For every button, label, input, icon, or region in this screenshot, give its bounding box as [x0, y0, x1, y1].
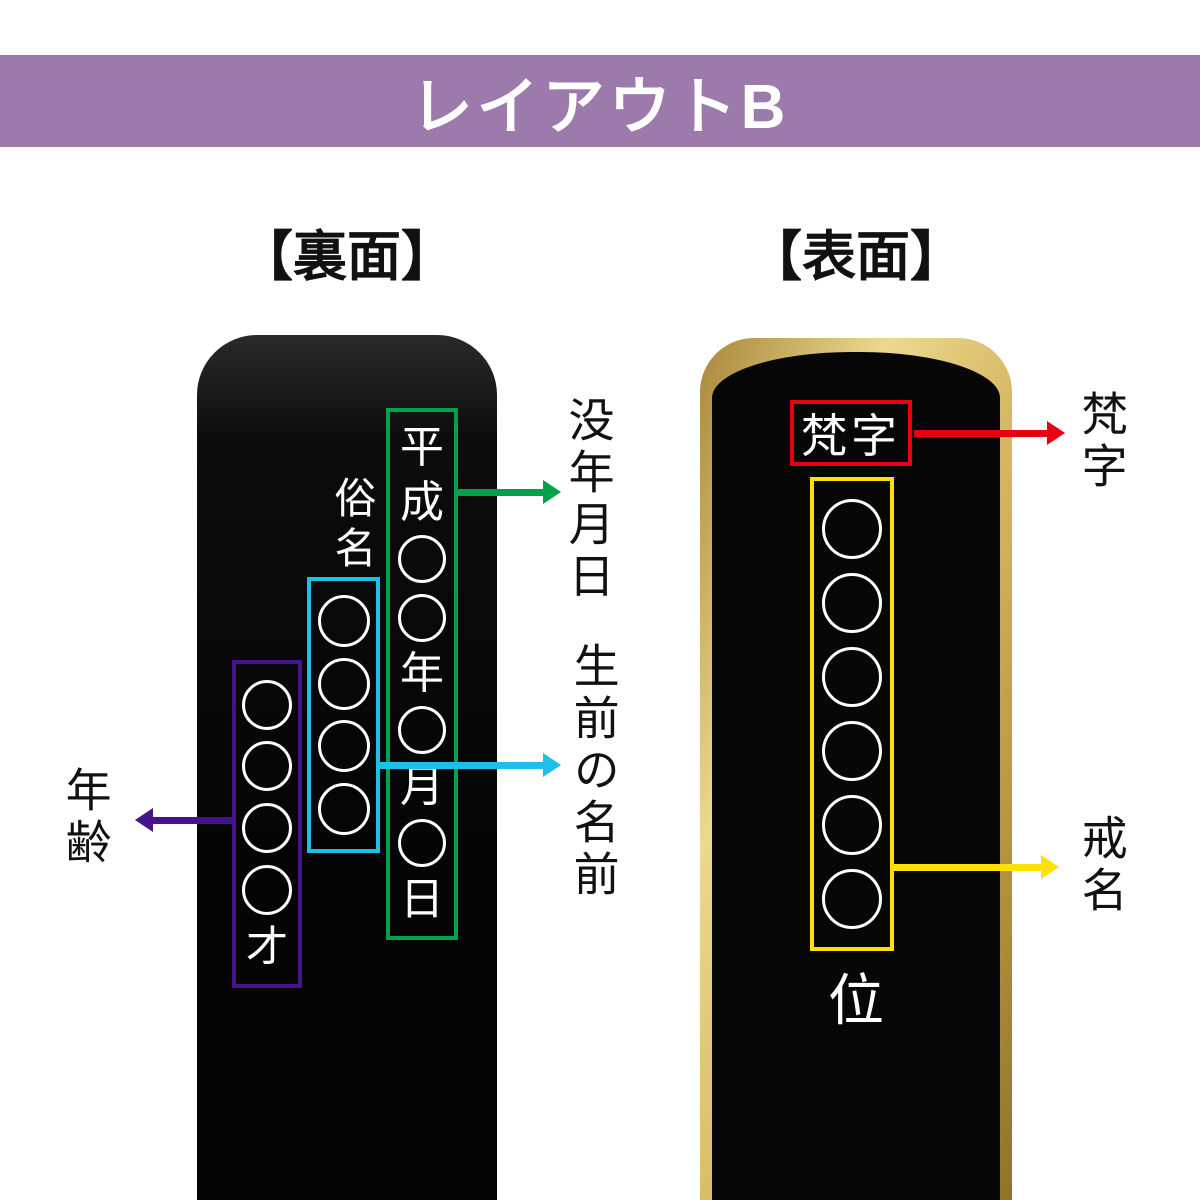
bonji-box: 梵字	[790, 400, 912, 466]
placeholder-circle	[242, 802, 292, 853]
header-bar: レイアウトB	[0, 55, 1200, 147]
arrow-head-icon	[1041, 855, 1059, 879]
date-char: 年	[400, 647, 444, 699]
placeholder-circle	[317, 657, 370, 710]
bonji-arrow	[914, 421, 1065, 445]
placeholder-circle	[822, 499, 882, 559]
placeholder-circle	[822, 795, 882, 855]
death-date-label: 没年月日	[562, 396, 615, 604]
placeholder-circle	[822, 647, 882, 707]
page-title: レイアウトB	[410, 73, 790, 142]
kaimyo-arrow	[894, 855, 1059, 879]
arrow-head-icon	[543, 480, 561, 504]
rank-character: 位	[828, 969, 884, 1034]
placeholder-circle	[822, 573, 882, 633]
placeholder-circle	[242, 679, 292, 730]
date-char: 成	[400, 476, 444, 528]
front-side-title: 【表面】	[748, 227, 964, 287]
death-date-arrow	[458, 480, 561, 504]
age-suffix: 才	[245, 922, 288, 972]
kaimyo-box	[810, 477, 894, 951]
date-char: 日	[400, 873, 444, 925]
placeholder-circle	[398, 535, 446, 584]
back-side-title: 【裏面】	[239, 227, 455, 287]
date-char: 平	[400, 422, 444, 474]
kaimyo-label: 戒名	[1075, 814, 1128, 918]
placeholder-circle	[822, 869, 882, 929]
bonji-label: 梵字	[1075, 390, 1128, 494]
age-label: 年齢	[59, 766, 112, 870]
placeholder-circle	[242, 864, 292, 915]
secular-name-box	[307, 577, 380, 853]
placeholder-circle	[398, 593, 446, 642]
placeholder-circle	[317, 720, 370, 773]
arrow-head-icon	[135, 808, 153, 832]
arrow-head-icon	[543, 753, 561, 777]
placeholder-circle	[822, 721, 882, 781]
placeholder-circle	[398, 706, 446, 755]
placeholder-circle	[317, 595, 370, 648]
arrow-head-icon	[1047, 421, 1065, 445]
death-date-box: 平 成 年 月 日	[386, 408, 458, 940]
zokumyo-label: 俗名	[328, 476, 377, 576]
placeholder-circle	[317, 782, 370, 835]
placeholder-circle	[242, 741, 292, 792]
age-box: 才	[232, 660, 302, 988]
date-char: 月	[400, 760, 444, 812]
bonji-text: 梵字	[801, 409, 901, 463]
secular-name-label: 生前の名前	[567, 642, 620, 902]
secular-name-arrow	[380, 753, 561, 777]
placeholder-circle	[398, 819, 446, 868]
age-arrow	[135, 808, 232, 832]
